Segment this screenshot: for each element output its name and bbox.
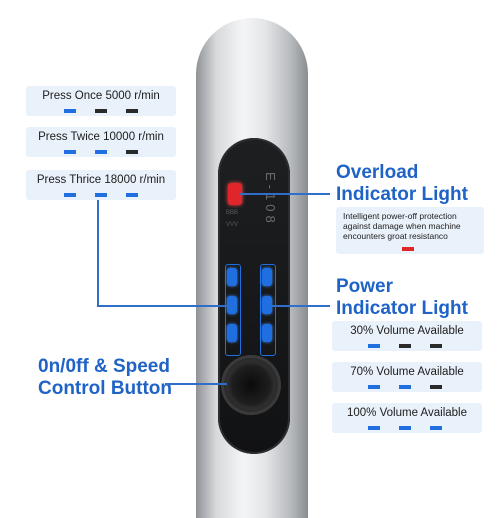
level-segment (430, 426, 442, 430)
speed-mode-twice: Press Twice 10000 r/min (26, 127, 176, 157)
button-heading-line1: 0n/0ff & Speed (38, 356, 170, 377)
panel-small-text-2: VVV (226, 222, 239, 228)
speed-connector-vertical (97, 200, 99, 306)
overload-description: Intelligent power-off protection against… (343, 211, 461, 241)
speed-connector-horizontal (97, 305, 232, 307)
level-segment (399, 426, 411, 430)
speed-mode-label: Press Once 5000 r/min (42, 90, 160, 102)
level-segment (95, 193, 107, 197)
overload-heading-line2: Indicator Light (336, 184, 468, 205)
overload-heading-line1: Overload (336, 162, 419, 183)
on-off-speed-button[interactable] (221, 355, 281, 415)
level-segment (368, 385, 380, 389)
power-level-label: 100% Volume Available (347, 407, 467, 419)
level-segment (430, 344, 442, 348)
level-segment (399, 385, 411, 389)
level-segment (126, 193, 138, 197)
button-heading-line2: Control Button (38, 378, 173, 399)
power-connector (272, 305, 330, 307)
power-heading: Power Indicator Light (336, 276, 468, 320)
power-led-column (260, 264, 276, 356)
level-segment (64, 150, 76, 154)
level-segment (430, 385, 442, 389)
power-level-30: 30% Volume Available (332, 321, 482, 351)
speed-mode-label: Press Twice 10000 r/min (38, 131, 164, 143)
level-segment (399, 344, 411, 348)
power-level-70: 70% Volume Available (332, 362, 482, 392)
speed-led-column (225, 264, 241, 356)
power-level-label: 70% Volume Available (350, 366, 464, 378)
speed-led-3 (227, 324, 237, 342)
level-segment (64, 109, 76, 113)
speed-led-1 (227, 268, 237, 286)
level-segment (126, 150, 138, 154)
power-level-100: 100% Volume Available (332, 403, 482, 433)
level-segment (95, 109, 107, 113)
level-segment (64, 193, 76, 197)
level-segment (368, 344, 380, 348)
power-led-2 (262, 296, 272, 314)
speed-mode-thrice: Press Thrice 18000 r/min (26, 170, 176, 200)
speed-mode-label: Press Thrice 18000 r/min (36, 174, 166, 186)
power-level-label: 30% Volume Available (350, 325, 464, 337)
button-heading: 0n/0ff & Speed Control Button (38, 356, 172, 400)
button-connector (165, 383, 227, 385)
power-led-1 (262, 268, 272, 286)
overload-description-box: Intelligent power-off protection against… (336, 207, 484, 254)
power-led-3 (262, 324, 272, 342)
level-segment (126, 109, 138, 113)
model-label: E-108 (263, 172, 278, 227)
overload-indicator-led (228, 183, 242, 205)
speed-led-2 (227, 296, 237, 314)
level-segment (368, 426, 380, 430)
level-segment (95, 150, 107, 154)
power-heading-line2: Indicator Light (336, 298, 468, 319)
overload-connector (240, 193, 330, 195)
power-heading-line1: Power (336, 276, 394, 297)
overload-heading: Overload Indicator Light (336, 162, 468, 206)
speed-mode-once: Press Once 5000 r/min (26, 86, 176, 116)
panel-small-text-1: BBB (226, 210, 239, 216)
overload-marker (402, 247, 414, 251)
